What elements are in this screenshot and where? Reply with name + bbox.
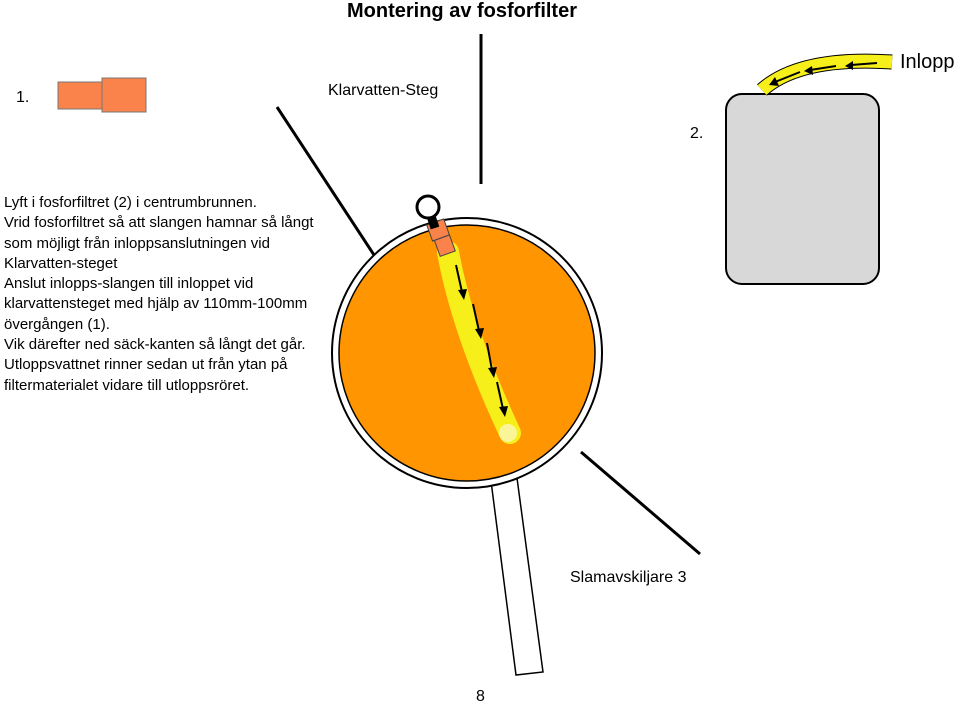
instruction-line: Anslut inlopps-slangen till inloppet vid… [4,275,308,333]
step-2-label: 2. [690,125,704,142]
arrow-icon [455,264,467,300]
filter-hose [437,241,521,444]
arrow-icon [486,342,497,378]
inlet-fitting [415,194,441,220]
outlet-pipe [490,477,544,676]
arrow-icon [496,381,508,417]
arrow-icon [845,61,878,70]
instruction-line: Utloppsvattnet rinner sedan ut från ytan… [4,356,288,394]
inlopp-label: Inlopp [900,51,955,73]
page-number: 8 [476,688,485,705]
arrow-icon [472,303,484,339]
hose-outlet [499,424,517,442]
step-1-label: 1. [16,89,30,106]
instruction-line: Vrid fosforfiltret så att slangen hamnar… [4,214,314,272]
filter-bag-icon [725,93,880,285]
left-divider-line [275,106,378,259]
klarvatten-steg-label: Klarvatten-Steg [328,82,439,99]
instruction-line: Lyft i fosforfiltret (2) i centrumbrunne… [4,194,257,211]
pipe-adapter-icon [57,77,147,113]
page-title: Montering av fosforfilter [346,0,577,22]
arrow-icon [769,71,801,86]
slamavskiljare-label: Slamavskiljare 3 [570,569,687,586]
right-divider-line [580,450,701,556]
instruction-line: Vik därefter ned säck-kanten så långt de… [4,336,306,354]
arrow-icon [804,65,837,75]
instructions-text: Lyft i fosforfiltret (2) i centrumbrunne… [4,193,314,396]
